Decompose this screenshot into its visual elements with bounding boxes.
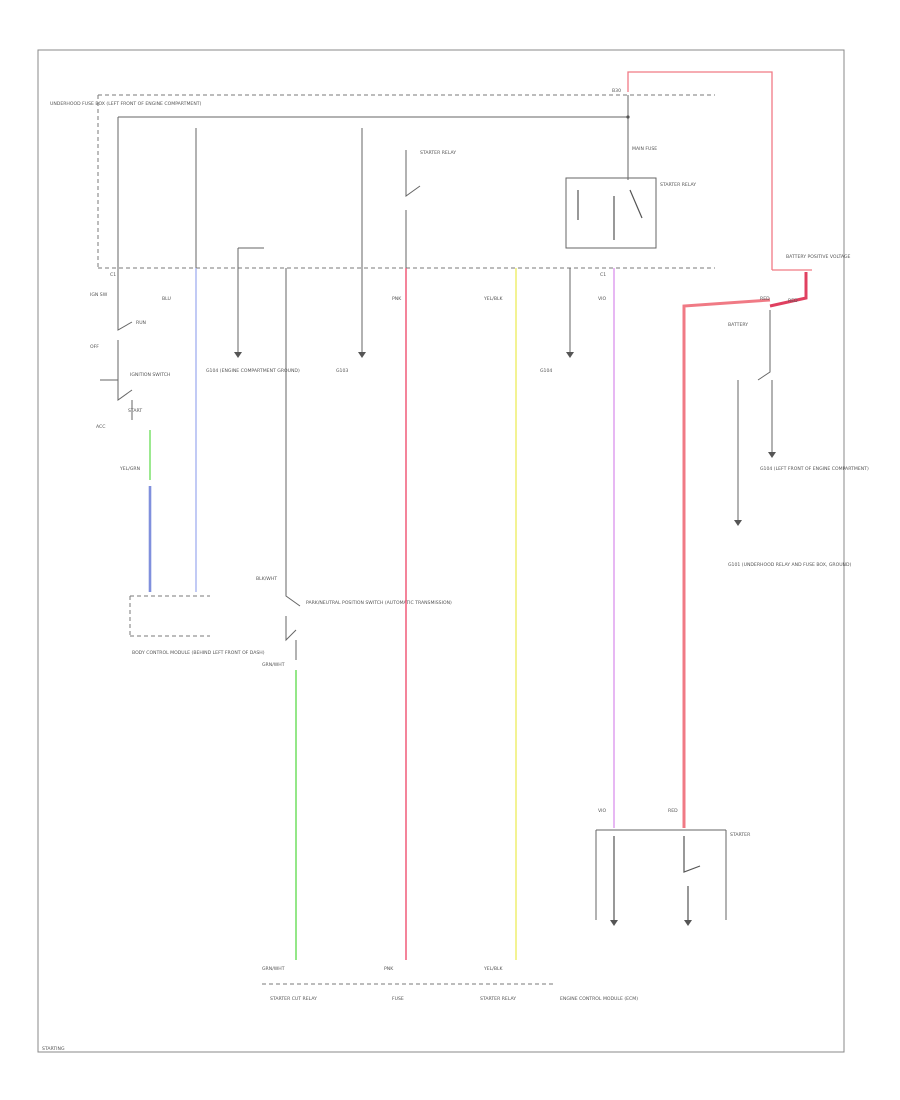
starter-relay-label: STARTER RELAY [660,182,696,188]
park-switch-label: PARK/NEUTRAL POSITION SWITCH (AUTOMATIC … [306,600,452,606]
wire-label-yel-blk: YEL/BLK [483,296,504,302]
wire-label-blu: BLU [162,296,171,302]
ground-3-symbol [566,352,574,358]
ign-run: RUN [136,320,146,326]
bcm-connector [129,595,210,637]
starter-name: STARTER [730,832,751,838]
starter-red: RED [668,808,678,814]
wire-label-grn-wht: GRN/WHT [262,662,285,668]
c1-a: C1 [110,272,116,278]
gen-note: G101 (UNDERHOOD RELAY AND FUSE BOX, GROU… [728,562,852,568]
thick-red-wire [682,298,771,828]
splice-right: RED [788,298,798,304]
diagram-frame [37,49,845,1053]
starter-ground-1 [610,920,618,926]
ignition-switch [100,268,133,420]
battery-feed-wire [627,71,812,271]
ecm-part-3: STARTER RELAY [480,996,516,1002]
ecm-part-1: STARTER CUT RELAY [270,996,317,1002]
ground-1-symbol [234,352,242,358]
fuse-box-label: UNDERHOOD FUSE BOX (LEFT FRONT OF ENGINE… [50,101,202,107]
ign-sw-name: IGNITION SWITCH [130,372,170,378]
wire-label-vio: VIO [598,296,606,302]
gen-ground-symbol [734,520,742,526]
ecm-pin-2: PNK [384,966,394,972]
ecm-pin-1: GRN/WHT [262,966,285,972]
park-neutral-switch [285,268,301,660]
wire-label-pink: PNK [392,296,402,302]
starter-box [595,829,727,920]
battery-ground-symbol [768,452,776,458]
battery-note: G104 (LEFT FRONT OF ENGINE COMPARTMENT) [760,466,869,472]
ground-1-label: G104 (ENGINE COMPARTMENT GROUND) [206,368,300,374]
ign-acc: ACC [96,424,105,430]
fuse-b30-label: B30 [612,88,621,94]
ecm-part-2: FUSE [392,996,404,1002]
bcm-label: BODY CONTROL MODULE (BEHIND LEFT FRONT O… [132,650,265,656]
main-fuse-label: MAIN FUSE [632,146,657,152]
ign-start: START [128,408,142,414]
battery-cable [769,272,808,308]
starter-internals [613,836,701,920]
battery-fuse-label: BATTERY POSITIVE VOLTAGE [786,254,851,260]
wire-label-yel-grn: YEL/GRN [119,466,140,472]
ign-sw-top: IGN SW [90,292,108,298]
ecm-name: ENGINE CONTROL MODULE (ECM) [560,996,638,1002]
starter-relay-contacts [577,189,643,240]
switch-1-label: STARTER RELAY [420,150,456,156]
ground-2-label: G103 [336,368,348,374]
starter-vio: VIO [598,808,606,814]
footer-label: STARTING [42,1046,65,1052]
starter-relay-box [565,177,657,249]
c1-b: C1 [600,272,606,278]
battery-branch [737,310,771,520]
starter-ground-2 [684,920,692,926]
bus-junction [626,115,630,119]
battery-label: BATTERY [728,322,748,328]
ecm-pin-3: YEL/BLK [483,966,504,972]
box-switch-1 [405,150,421,268]
splice-left: RED [760,296,770,302]
ground-3-label: G104 [540,368,552,374]
ign-off: OFF [90,344,99,350]
wire-label-blk-wht: BLK/WHT [256,576,277,582]
ground-2-symbol [358,352,366,358]
